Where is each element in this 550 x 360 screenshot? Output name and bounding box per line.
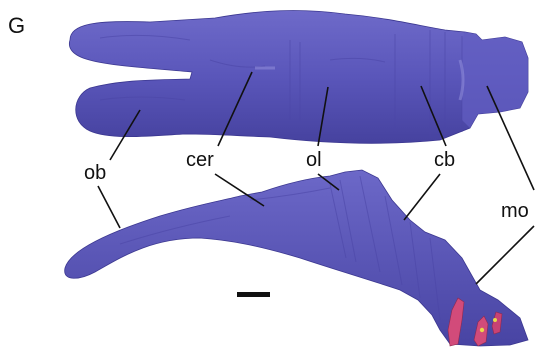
- leader-cb-bottom: [404, 174, 440, 220]
- brain-dorsal-view: [69, 11, 528, 144]
- leader-ob-bottom: [98, 186, 120, 228]
- brainstem-dorsal-segment: [462, 32, 528, 128]
- label-ob: ob: [84, 162, 106, 184]
- marker-dot-1: [480, 328, 484, 332]
- label-ol: ol: [306, 149, 322, 171]
- leader-mo-bottom: [476, 226, 534, 284]
- brain-lateral-view: [65, 170, 528, 346]
- scale-bar: [237, 292, 270, 297]
- label-cer: cer: [186, 149, 214, 171]
- marker-dot-2: [493, 318, 497, 322]
- label-cb: cb: [434, 149, 455, 171]
- panel-label: G: [8, 13, 25, 38]
- label-mo: mo: [501, 200, 529, 222]
- brain-dorsal-surface: [69, 11, 528, 144]
